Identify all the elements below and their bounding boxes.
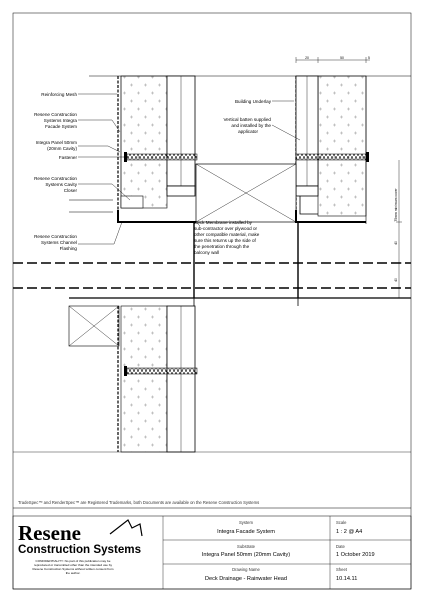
system-value: Integra Facade System (217, 529, 275, 535)
dim-40-b: 40 (394, 278, 398, 282)
label-facade-system-2: Systems Integra (44, 118, 78, 123)
substrate-value: Integra Panel 50mm (20mm Cavity) (202, 552, 290, 558)
label-panel-2: (20mm Cavity) (47, 146, 77, 151)
label-fastener: Fastener (59, 155, 78, 160)
sheet-value: 10.14.11 (336, 576, 357, 582)
substrate-label: Substrate (237, 544, 256, 549)
title-block: Resene Construction Systems CONFIDENTIAL… (12, 515, 412, 590)
dim-min-cover: 75mm minimum cover (394, 187, 398, 221)
penetration-box (195, 163, 297, 223)
scale-value: 1 : 2 @ A4 (336, 529, 362, 535)
label-batten-3: applicator (238, 129, 258, 134)
label-batten-1: Vertical batten supplied (223, 117, 271, 122)
logo-swoosh-icon (109, 519, 143, 537)
deck-membrane (13, 222, 411, 306)
disclaimer-2: reproduced or transmitted other than the… (34, 563, 113, 567)
label-building-underlay: Building Underlay (235, 99, 272, 104)
date-value: 1 October 2019 (336, 552, 375, 558)
dim-50: 50 (340, 56, 344, 60)
logo-resene: Resene (18, 521, 81, 545)
dim-20: 20 (305, 56, 309, 60)
drawing-name-label: Drawing Name (232, 567, 260, 572)
dim-40-a: 40 (394, 241, 398, 245)
trademark-note: TradeSpec™ and RenderSpec™ are Registere… (18, 500, 259, 505)
disclaimer-3: Resene Construction Systems without writ… (33, 567, 114, 571)
membrane-note-4: sure this returns up the side of (194, 238, 257, 243)
left-flashing (69, 195, 196, 223)
logo-construction-systems: Construction Systems (18, 543, 141, 556)
membrane-note-2: sub-contractor over plywood or (194, 226, 258, 231)
label-cavity-closer-2: Systems Cavity (45, 182, 77, 187)
drawing-name-value: Deck Drainage - Rainwater Head (205, 576, 287, 582)
label-cavity-closer-3: Closer (64, 188, 78, 193)
label-panel-1: Integra Panel 50mm (36, 140, 78, 145)
scale-label: Scale (336, 520, 347, 525)
membrane-note-1: Deck Membrane installed by (194, 220, 253, 225)
leader-lines (78, 93, 301, 245)
label-channel-flashing-1: Resene Construction (34, 234, 77, 239)
disclaimer-4: the author. (66, 571, 81, 575)
system-label: System (239, 520, 253, 525)
dimension-lines: 20 50 5 75mm minimum cover 40 40 (295, 56, 402, 298)
label-facade-system-3: Facade System (45, 124, 77, 129)
fastener-screws (124, 152, 369, 162)
date-label: Date (336, 544, 346, 549)
dim-5: 5 (368, 56, 370, 60)
left-upper-wall (117, 75, 196, 210)
membrane-note-6: balcony wall (194, 250, 219, 255)
left-lower-wall (13, 305, 411, 453)
right-flashing (295, 196, 366, 223)
label-channel-flashing-2: Systems Channel (41, 240, 77, 245)
disclaimer-1: CONFIDENTIALITY: No part of this publica… (36, 559, 111, 563)
label-reinforcing-mesh: Reinforcing Mesh (41, 92, 77, 97)
label-channel-flashing-3: Flashing (60, 246, 78, 251)
label-facade-system-1: Resene Construction (34, 112, 77, 117)
right-upper-wall (295, 75, 367, 224)
membrane-note-3: other compatible material, make (194, 232, 260, 237)
label-batten-2: and installed by the (231, 123, 271, 128)
membrane-note-5: the penetration through the (194, 244, 250, 249)
sheet-label: Sheet (336, 567, 348, 572)
label-cavity-closer-1: Resene Construction (34, 176, 77, 181)
